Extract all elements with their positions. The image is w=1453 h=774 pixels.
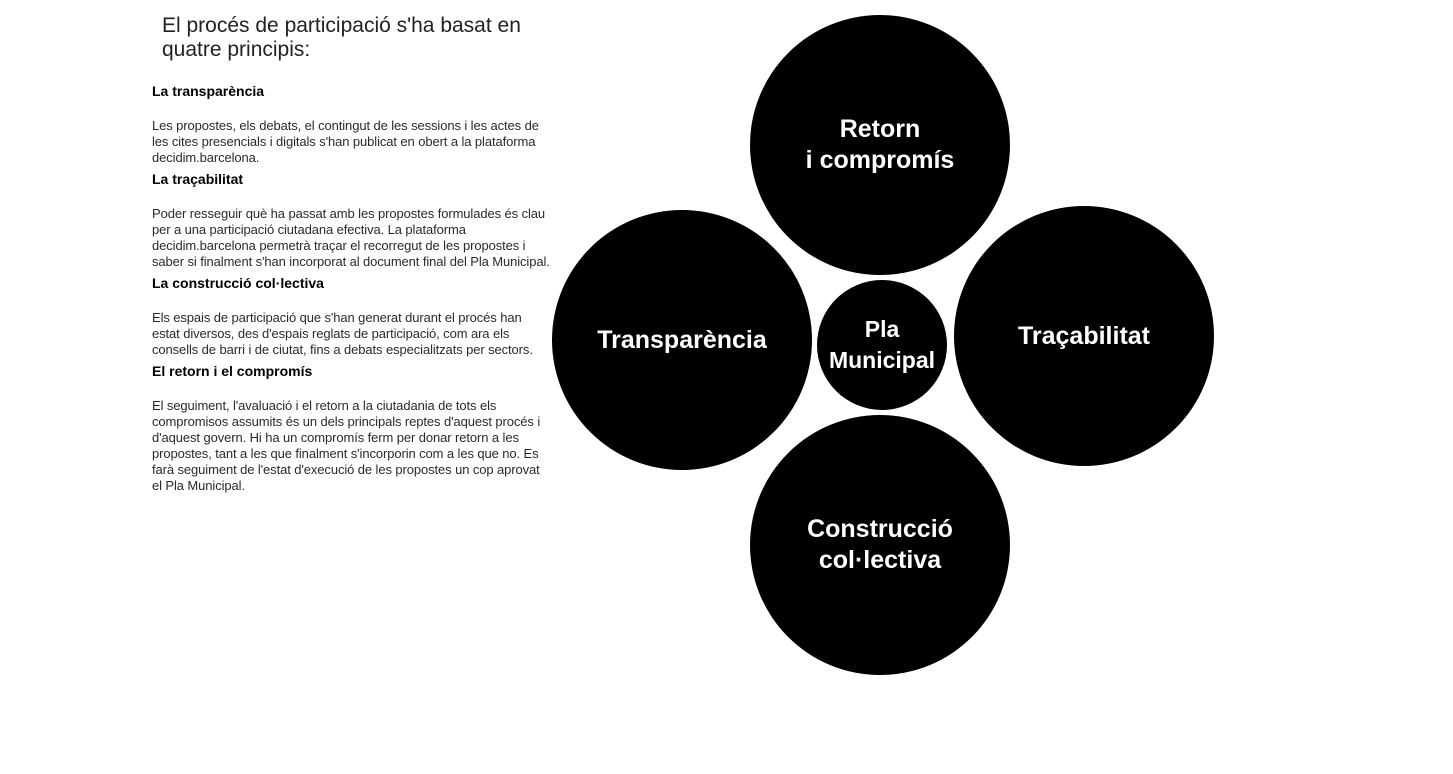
principle-description: Les propostes, els debats, el contingut … <box>152 118 539 165</box>
principle-heading: La transparència <box>152 83 265 99</box>
circle-label: Transparència <box>597 325 767 354</box>
circle-transparencia: Transparència <box>552 210 812 470</box>
principle-transparency: La transparència Les propostes, els deba… <box>152 82 552 166</box>
principle-description: Poder resseguir què ha passat amb les pr… <box>152 206 550 269</box>
circle-label: Retorn i compromís <box>805 115 955 174</box>
circle-pla-municipal: Pla Municipal <box>817 280 947 410</box>
principles-text-column: El procés de participació s'ha basat en … <box>152 14 552 498</box>
principle-feedback-commitment: El retorn i el compromís El seguiment, l… <box>152 362 552 494</box>
principle-heading: La traçabilitat <box>152 171 244 187</box>
principle-description: El seguiment, l'avaluació i el retorn a … <box>152 398 541 493</box>
circle-label: Traçabilitat <box>1018 321 1150 350</box>
page-title: El procés de participació s'ha basat en … <box>162 14 521 61</box>
circle-label: Construcció col·lectiva <box>807 515 953 574</box>
principle-traceability: La traçabilitat Poder resseguir què ha p… <box>152 170 552 270</box>
circle-label: Pla Municipal <box>828 316 936 373</box>
circle-construccio-collectiva: Construcció col·lectiva <box>750 415 1010 675</box>
circle-tracabilitat: Traçabilitat <box>954 206 1214 466</box>
principle-description: Els espais de participació que s'han gen… <box>152 310 533 357</box>
principle-heading: El retorn i el compromís <box>152 363 313 379</box>
principle-collective-construction: La construcció col·lectiva Els espais de… <box>152 274 552 358</box>
circle-retorn-compromis: Retorn i compromís <box>750 15 1010 275</box>
principle-heading: La construcció col·lectiva <box>152 275 324 291</box>
